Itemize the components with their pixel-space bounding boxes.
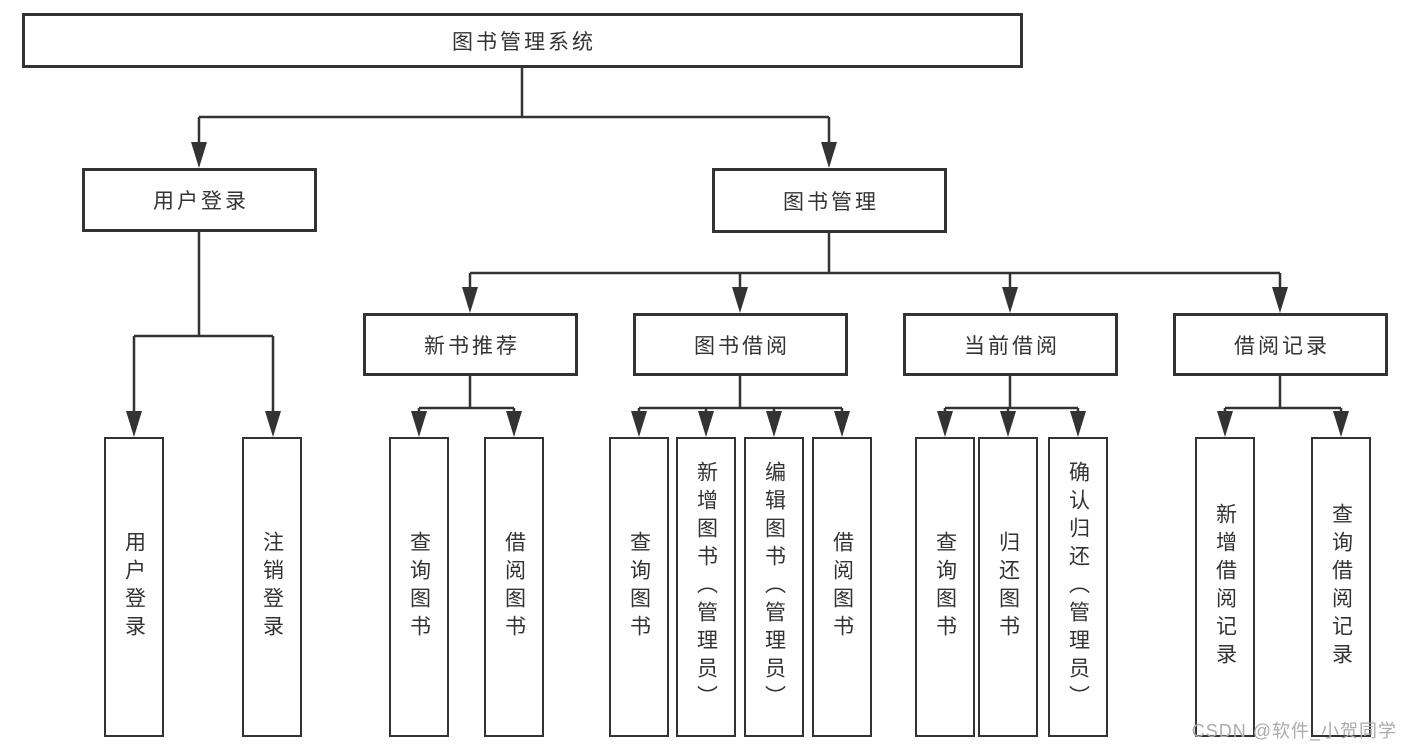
node-label: 编辑图书（管理员） — [762, 461, 786, 713]
connector-borrow-record-to-leaves — [1223, 376, 1343, 414]
arrowheads — [126, 142, 1349, 437]
node-label: 借阅图书 — [830, 531, 854, 643]
arrow-down-icon — [1333, 411, 1349, 437]
node-leaf-user-login: 用户登录 — [104, 437, 164, 737]
arrow-down-icon — [1217, 411, 1233, 437]
node-leaf-edit-book-admin: 编辑图书（管理员） — [744, 437, 804, 737]
arrow-down-icon — [265, 411, 281, 437]
arrow-down-icon — [506, 411, 522, 437]
arrow-down-icon — [191, 142, 207, 168]
node-leaf-return-book: 归还图书 — [978, 437, 1038, 737]
arrow-down-icon — [1070, 411, 1086, 437]
node-label: 确认归还（管理员） — [1066, 461, 1090, 713]
arrow-down-icon — [766, 411, 782, 437]
node-label: 查询图书 — [407, 531, 431, 643]
arrow-down-icon — [937, 411, 953, 437]
node-current-borrow: 当前借阅 — [903, 313, 1118, 376]
node-label: 借阅图书 — [502, 531, 526, 643]
node-label: 归还图书 — [996, 531, 1020, 643]
node-new-book-recommend: 新书推荐 — [363, 313, 578, 376]
node-label: 新增借阅记录 — [1213, 503, 1237, 671]
node-label: 新书推荐 — [424, 334, 520, 358]
arrow-down-icon — [821, 142, 837, 168]
node-label: 用户登录 — [153, 190, 249, 213]
arrow-down-icon — [462, 287, 478, 313]
connector-new-book-rec-to-leaves — [417, 376, 516, 414]
node-label: 图书管理系统 — [452, 30, 596, 54]
node-label: 注销登录 — [260, 531, 284, 643]
node-leaf-query-borrow-record: 查询借阅记录 — [1311, 437, 1371, 737]
node-book-borrow: 图书借阅 — [633, 313, 848, 376]
connector-root-to-level2 — [197, 68, 831, 146]
node-label: 查询借阅记录 — [1329, 503, 1353, 671]
arrow-down-icon — [1000, 411, 1016, 437]
node-label: 用户登录 — [122, 531, 146, 643]
node-label: 图书管理 — [783, 190, 879, 214]
csdn-watermark: CSDN @软件_小贺同学 — [1191, 721, 1397, 741]
node-label: 查询图书 — [933, 531, 957, 643]
arrow-down-icon — [126, 411, 142, 437]
node-leaf-add-borrow-record: 新增借阅记录 — [1195, 437, 1255, 737]
connector-book-borrow-to-leaves — [637, 376, 844, 414]
arrow-down-icon — [698, 411, 714, 437]
connector-book-mgmt-to-level3 — [468, 233, 1282, 291]
node-leaf-query-book-current: 查询图书 — [915, 437, 975, 737]
node-leaf-borrow-book: 借阅图书 — [812, 437, 872, 737]
node-label: 新增图书（管理员） — [694, 461, 718, 713]
node-label: 图书借阅 — [694, 334, 790, 358]
connector-current-borrow-to-leaves — [943, 376, 1080, 414]
node-root-system: 图书管理系统 — [22, 13, 1023, 68]
arrow-down-icon — [411, 411, 427, 437]
arrow-down-icon — [631, 411, 647, 437]
node-book-management-module: 图书管理 — [712, 168, 947, 233]
node-leaf-borrow-book-recommend: 借阅图书 — [484, 437, 544, 737]
node-leaf-confirm-return-admin: 确认归还（管理员） — [1048, 437, 1108, 737]
arrow-down-icon — [834, 411, 850, 437]
node-label: 当前借阅 — [964, 334, 1060, 358]
node-leaf-query-book-recommend: 查询图书 — [389, 437, 449, 737]
node-leaf-add-book-admin: 新增图书（管理员） — [676, 437, 736, 737]
arrow-down-icon — [1002, 287, 1018, 313]
node-label: 查询图书 — [627, 531, 651, 643]
node-label: 借阅记录 — [1234, 334, 1330, 358]
arrow-down-icon — [1272, 287, 1288, 313]
node-leaf-query-book-borrow: 查询图书 — [609, 437, 669, 737]
arrow-down-icon — [732, 287, 748, 313]
connector-user-login-to-leaves — [132, 232, 275, 414]
node-user-login-module: 用户登录 — [82, 168, 317, 232]
node-borrow-record: 借阅记录 — [1173, 313, 1388, 376]
node-leaf-logout: 注销登录 — [242, 437, 302, 737]
